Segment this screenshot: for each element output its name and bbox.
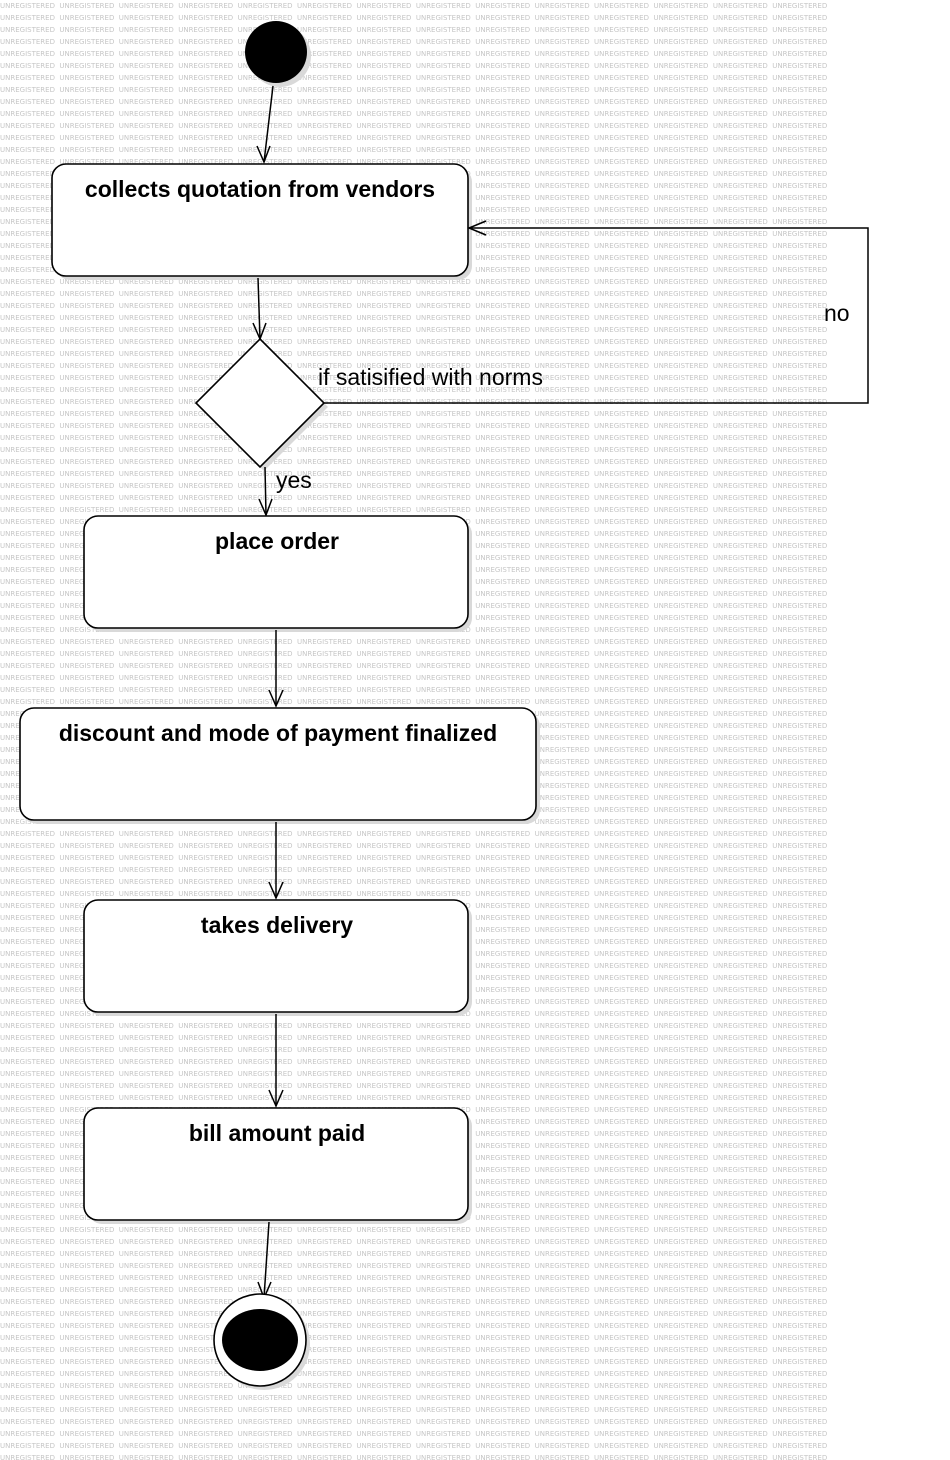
activity-take-delivery[interactable]: takes delivery [83,899,472,1016]
edge-label-no: no [824,300,850,326]
edge-delivery-to-bill-arrowhead [268,1089,284,1108]
edge-decision-no-loop-arrowhead [467,220,487,236]
edge-decision-yes [264,466,267,516]
activity-take-delivery-label: takes delivery [201,912,353,938]
edge-bill-to-final [263,1221,270,1299]
initial-node[interactable] [245,21,307,83]
edge-decision-yes-arrowhead [258,498,273,517]
final-node[interactable] [213,1293,310,1390]
activity-finalize-payment[interactable]: discount and mode of payment finalized [19,707,540,824]
activity-pay-bill-box [83,1107,469,1221]
edge-order-to-payment-arrowhead [268,689,284,708]
activity-place-order-box [83,515,469,629]
edge-start-to-collect [263,85,274,163]
edge-label-yes: yes [276,467,312,493]
activity-take-delivery-box [83,899,469,1013]
decision-node[interactable] [194,337,328,471]
activity-pay-bill-label: bill amount paid [189,1120,365,1146]
edge-collect-to-decision [257,277,261,340]
activity-finalize-payment-box [19,707,537,821]
edge-start-to-collect-arrowhead [256,145,271,164]
activity-finalize-payment-label: discount and mode of payment finalized [59,720,497,746]
activity-collect-quotation-box [51,163,469,277]
activity-place-order-label: place order [215,528,339,554]
final-node-core [222,1309,298,1371]
edge-decision-no-loop [324,227,869,404]
activity-collect-quotation-label: collects quotation from vendors [85,176,435,202]
activity-collect-quotation[interactable]: collects quotation from vendors [51,163,472,280]
decision-node-diamond [194,337,326,469]
activity-place-order[interactable]: place order [83,515,472,632]
edge-payment-to-delivery-arrowhead [268,881,284,900]
activity-pay-bill[interactable]: bill amount paid [83,1107,472,1224]
decision-condition-label: if satisified with norms [318,364,543,390]
